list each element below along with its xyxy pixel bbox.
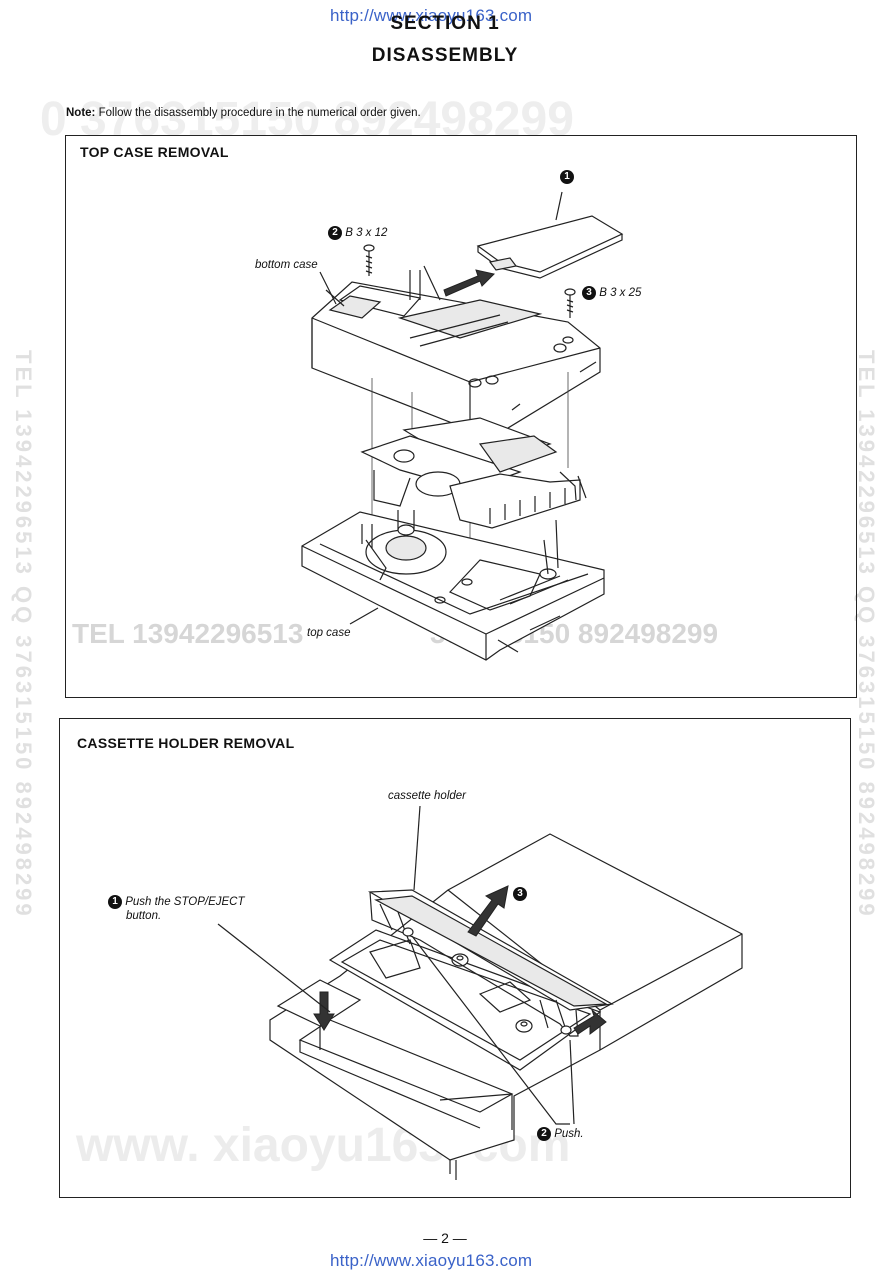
- screw-b3x12-icon: [363, 244, 375, 276]
- step2-badge: 2: [328, 226, 342, 240]
- step2-push-label: 2 Push.: [537, 1127, 584, 1141]
- note-prefix: Note:: [66, 107, 96, 119]
- top-url[interactable]: http://www.xiaoyu163.com: [330, 6, 533, 25]
- page-title: DISASSEMBLY: [371, 45, 519, 66]
- panel2-step1-badge: 1: [108, 895, 122, 909]
- watermark-panel1-tel: TEL 13942296513: [72, 618, 304, 649]
- top-case-removal-panel: TOP CASE REMOVAL: [65, 135, 857, 698]
- cassette-holder-label: cassette holder: [388, 790, 466, 802]
- note-line: Note: Follow the disassembly procedure i…: [66, 107, 421, 119]
- section-heading: SECTION 1: [390, 13, 500, 34]
- step3-screw-label: 3 B 3 x 25: [582, 286, 641, 300]
- step3-badge: 3: [582, 286, 596, 300]
- step3-arrow-badge: 3: [513, 885, 527, 903]
- watermark-left-vertical: TEL 13942296513 QQ 376315150 892498299: [11, 350, 36, 919]
- top-case-removal-title: TOP CASE REMOVAL: [80, 144, 229, 160]
- top-case-label: top case: [307, 627, 351, 639]
- cassette-holder-removal-title: CASSETTE HOLDER REMOVAL: [77, 735, 295, 751]
- cassette-holder-removal-panel: CASSETTE HOLDER REMOVAL: [59, 718, 851, 1198]
- note-text: Follow the disassembly procedure in the …: [98, 107, 421, 119]
- step1-badge: 1: [560, 168, 574, 186]
- panel2-step2-badge: 2: [537, 1127, 551, 1141]
- watermark-right-vertical: TEL 13942296513 QQ 376315150 892498299: [854, 350, 879, 919]
- step2-screw-label: 2 B 3 x 12: [328, 226, 387, 240]
- bottom-case-label: bottom case: [255, 259, 318, 271]
- watermark-top-numbers: 0 376315150 892498299: [40, 93, 574, 146]
- bottom-url[interactable]: http://www.xiaoyu163.com: [330, 1251, 533, 1270]
- step1-push-stop-eject-label: 1 Push the STOP/EJECT button.: [108, 895, 245, 923]
- page-number: — 2 —: [423, 1230, 467, 1246]
- screw-b3x25-icon: [564, 288, 576, 318]
